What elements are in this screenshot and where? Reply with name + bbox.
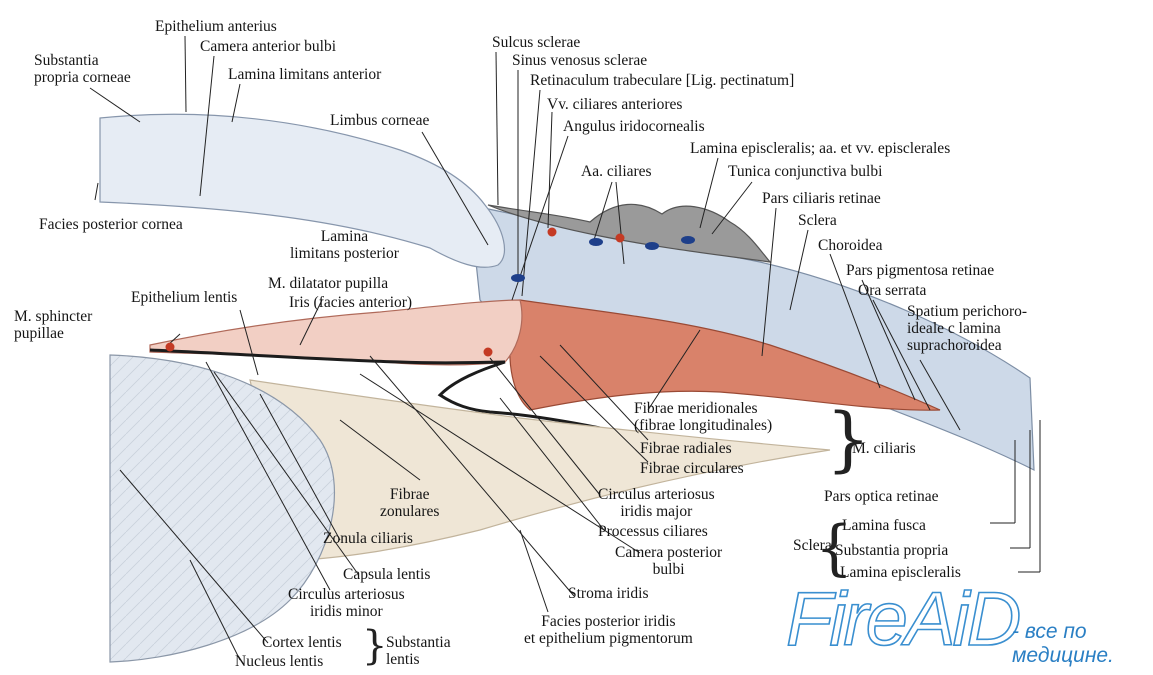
label-substantia-lentis: Substantialentis: [386, 634, 451, 668]
label-cortex-lentis: Cortex lentis: [262, 634, 342, 651]
label-circulus-arteriosus-iridis-major-line-2: iridis major: [598, 503, 715, 520]
substantia-lentis-brace: }: [362, 626, 387, 666]
label-facies-posterior-iridis-line-2: et epithelium pigmentorum: [524, 630, 693, 647]
label-lamina-episcleralis-vessels: Lamina episcleralis; aa. et vv. episcler…: [690, 140, 950, 157]
label-pars-ciliaris-retinae: Pars ciliaris retinae: [762, 190, 881, 207]
watermark-tagline-line-2: медицине.: [1012, 644, 1114, 668]
label-capsula-lentis: Capsula lentis: [343, 566, 430, 583]
leader-line: [232, 84, 240, 122]
watermark-tagline: - все по медицине.: [1012, 620, 1114, 668]
label-sclera: Sclera: [798, 212, 837, 229]
leader-line: [95, 183, 98, 200]
artery-mark: [616, 234, 625, 243]
label-pars-optica-retinae: Pars optica retinae: [824, 488, 938, 505]
label-epithelium-lentis: Epithelium lentis: [131, 289, 237, 306]
vein-mark: [645, 242, 659, 250]
label-camera-anterior-bulbi: Camera anterior bulbi: [200, 38, 336, 55]
watermark-tagline-line-1: - все по: [1012, 620, 1114, 644]
label-circulus-arteriosus-iridis-minor-line-1: Circulus arteriosus: [288, 586, 405, 603]
label-circulus-arteriosus-iridis-major-line-1: Circulus arteriosus: [598, 486, 715, 503]
label-facies-posterior-iridis-line-1: Facies posterior iridis: [524, 613, 693, 630]
label-lamina-fusca: Lamina fusca: [842, 517, 926, 534]
label-circulus-arteriosus-iridis-minor-line-2: iridis minor: [288, 603, 405, 620]
label-substantia-propria-corneae-line-1: Substantia: [34, 52, 131, 69]
label-retinaculum-trabeculare: Retinaculum trabeculare [Lig. pectinatum…: [530, 72, 794, 89]
label-iris-facies-anterior: Iris (facies anterior): [289, 294, 412, 311]
leader-line: [496, 52, 498, 205]
label-facies-posterior-cornea: Facies posterior cornea: [39, 216, 183, 233]
label-substantia-lentis-line-1: Substantia: [386, 634, 451, 651]
artery-mark: [166, 343, 175, 352]
label-aa-ciliares: Aa. ciliares: [581, 163, 652, 180]
label-fibrae-meridionales: Fibrae meridionales(fibrae longitudinale…: [634, 400, 772, 434]
label-lamina-limitans-posterior-line-1: Lamina: [290, 228, 399, 245]
label-m-sphincter-pupillae: M. sphincterpupillae: [14, 308, 92, 342]
label-camera-posterior-bulbi-line-1: Camera posterior: [615, 544, 722, 561]
label-spatium-perichoroideale-line-2: ideale c lamina: [907, 320, 1027, 337]
leader-line: [520, 530, 548, 612]
label-substantia-lentis-line-2: lentis: [386, 651, 451, 668]
label-spatium-perichoroideale-line-3: suprachoroidea: [907, 337, 1027, 354]
label-fibrae-zonulares-line-1: Fibrae: [380, 486, 439, 503]
leader-line: [548, 112, 552, 228]
label-nucleus-lentis: Nucleus lentis: [235, 653, 323, 670]
label-tunica-conjunctiva-bulbi: Tunica conjunctiva bulbi: [728, 163, 882, 180]
label-fibrae-radiales: Fibrae radiales: [640, 440, 732, 457]
label-processus-ciliares: Processus ciliares: [598, 523, 708, 540]
artery-mark: [484, 348, 493, 357]
sclera-brace: {: [815, 518, 853, 578]
label-choroidea: Choroidea: [818, 237, 883, 254]
vein-mark: [589, 238, 603, 246]
label-lamina-limitans-anterior: Lamina limitans anterior: [228, 66, 381, 83]
label-camera-posterior-bulbi-line-2: bulbi: [615, 561, 722, 578]
label-lamina-limitans-posterior-line-2: limitans posterior: [290, 245, 399, 262]
label-vv-ciliares-anteriores: Vv. ciliares anteriores: [547, 96, 682, 113]
label-spatium-perichoroideale-line-1: Spatium perichoro-: [907, 303, 1027, 320]
vein-mark: [511, 274, 525, 282]
label-stroma-iridis: Stroma iridis: [568, 585, 649, 602]
label-pars-pigmentosa-retinae: Pars pigmentosa retinae: [846, 262, 994, 279]
leader-line: [185, 36, 186, 112]
label-substantia-propria-corneae-line-2: propria corneae: [34, 69, 131, 86]
label-fibrae-circulares: Fibrae circulares: [640, 460, 744, 477]
label-fibrae-zonulares-line-2: zonulares: [380, 503, 439, 520]
label-zonula-ciliaris: Zonula ciliaris: [323, 530, 413, 547]
label-fibrae-meridionales-line-2: (fibrae longitudinales): [634, 417, 772, 434]
artery-mark: [548, 228, 557, 237]
m-ciliaris-brace: }: [826, 404, 871, 474]
label-angulus-iridocornealis: Angulus iridocornealis: [563, 118, 705, 135]
vein-mark: [681, 236, 695, 244]
label-ora-serrata: Ora serrata: [858, 282, 926, 299]
label-epithelium-anterius: Epithelium anterius: [155, 18, 277, 35]
label-m-dilatator-pupilla: M. dilatator pupilla: [268, 275, 388, 292]
label-m-sphincter-pupillae-line-1: M. sphincter: [14, 308, 92, 325]
label-fibrae-meridionales-line-1: Fibrae meridionales: [634, 400, 772, 417]
label-sulcus-sclerae: Sulcus sclerae: [492, 34, 580, 51]
label-limbus-corneae: Limbus corneae: [330, 112, 429, 129]
label-sinus-venosus-sclerae: Sinus venosus sclerae: [512, 52, 647, 69]
fireaid-logo: FireAiD: [786, 582, 1018, 658]
label-m-sphincter-pupillae-line-2: pupillae: [14, 325, 92, 342]
